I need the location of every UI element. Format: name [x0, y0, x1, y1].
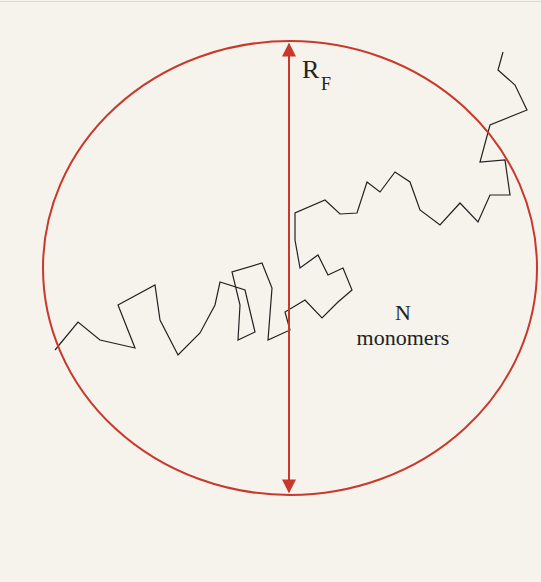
enclosing-ellipse: N monomers [42, 40, 538, 496]
ellipse [43, 41, 537, 495]
chain-label: N monomers [348, 300, 458, 351]
diameter-arrow [288, 44, 290, 492]
ellipse-outline [42, 40, 538, 496]
top-rule [0, 1, 541, 2]
radius-subscript: F [321, 74, 331, 95]
radius-symbol: R [302, 55, 319, 85]
